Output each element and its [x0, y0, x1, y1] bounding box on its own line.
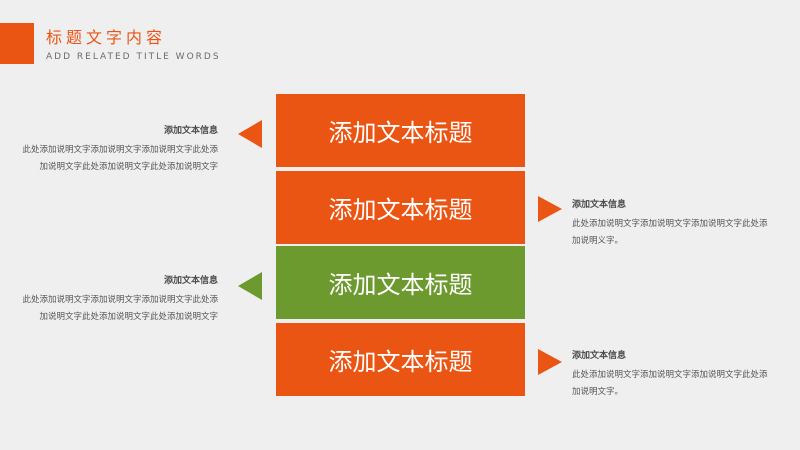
page-subtitle: ADD RELATED TITLE WORDS	[46, 52, 221, 62]
info-body: 此处添加说明文字添加说明文字添加说明文字此处添加说明义字。	[572, 219, 768, 246]
header-accent-square	[0, 23, 34, 64]
arrow-right-icon	[538, 349, 562, 375]
info-title: 添加文本信息	[572, 351, 627, 361]
arrow-left-icon	[238, 120, 262, 148]
info-body: 此处添加说明文字添加说明文字添加说明文字此处添加说明文字此处添加说明文字此处添加…	[22, 145, 218, 172]
info-block-1: 添加文本信息 此处添加说明文字添加说明文字添加说明文字此处添加说明文字此处添加说…	[18, 124, 218, 176]
info-block-3: 添加文本信息 此处添加说明文字添加说明文字添加说明文字此处添加说明文字此处添加说…	[18, 274, 218, 326]
arrow-left-icon	[238, 272, 262, 300]
info-block-2: 添加文本信息 此处添加说明文字添加说明文字添加说明文字此处添加说明义字。	[572, 198, 772, 250]
title-block-4[interactable]: 添加文本标题	[276, 323, 525, 396]
info-title: 添加文本信息	[163, 276, 218, 286]
info-title: 添加文本信息	[572, 200, 627, 210]
title-block-1[interactable]: 添加文本标题	[276, 94, 525, 167]
page-title: 标题文字内容	[46, 28, 167, 47]
info-title: 添加文本信息	[163, 126, 218, 136]
title-block-2[interactable]: 添加文本标题	[276, 171, 525, 244]
arrow-right-icon	[538, 196, 562, 222]
info-body: 此处添加说明文字添加说明文字添加说明文字此处添加说明文字。	[572, 370, 768, 397]
info-body: 此处添加说明文字添加说明文字添加说明文字此处添加说明文字此处添加说明文字此处添加…	[22, 295, 218, 322]
info-block-4: 添加文本信息 此处添加说明文字添加说明文字添加说明文字此处添加说明文字。	[572, 349, 772, 401]
title-block-3[interactable]: 添加文本标题	[276, 246, 525, 319]
